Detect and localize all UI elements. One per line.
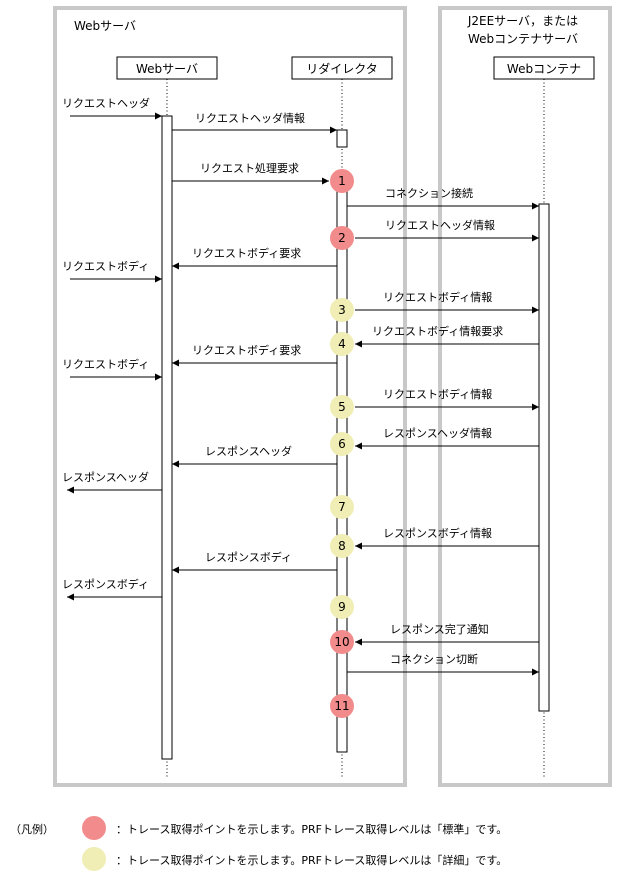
message-label: リクエストボディ情報 [383,387,492,401]
trace-point-7 [330,495,354,519]
message-label: リクエストボディ要求 [192,246,301,260]
web-server-frame [53,6,407,787]
web-server-frame-title: Webサーバ [74,19,136,33]
legend-standard-swatch [82,816,106,840]
web-server-activation [161,115,173,760]
trace-point-8-label: 8 [338,539,346,553]
trace-point-7-label: 7 [338,500,346,514]
legend-title: （凡例） [10,822,54,836]
legend-detail-swatch [82,847,106,871]
trace-point-9 [330,595,354,619]
message-label: コネクション接続 [385,186,473,200]
trace-point-11 [330,694,354,718]
legend-standard-text: ：トレース取得ポイントを示します。PRFトレース取得レベルは「標準」です。 [116,822,507,836]
message-label: リクエスト処理要求 [200,162,299,175]
j2ee-server-frame-title-line1: J2EEサーバ，または [467,14,578,28]
trace-point-10-label: 10 [334,635,349,649]
redirector-lifeline-label: リダイレクタ [306,61,378,76]
trace-point-2-label: 2 [338,231,346,245]
trace-point-11-label: 11 [334,699,349,713]
trace-point-8 [330,534,354,558]
trace-point-3 [330,298,354,322]
message-label: レスポンス完了通知 [390,622,489,636]
trace-point-6-label: 6 [338,437,346,451]
web-container-activation [538,203,550,712]
message-label: コネクション切断 [390,652,478,666]
legend-detail-text: ：トレース取得ポイントを示します。PRFトレース取得レベルは「詳細」です。 [116,853,507,867]
trace-point-2 [330,226,354,250]
message-label: レスポンスボディ [205,550,292,564]
message-label: リクエストボディ情報 [383,290,492,304]
trace-point-6 [330,432,354,456]
trace-point-10 [330,630,354,654]
message-label: レスポンスヘッダ情報 [383,426,492,440]
message-label: レスポンスヘッダ [62,470,149,484]
trace-point-5-label: 5 [338,400,346,414]
message-label: リクエストボディ要求 [192,343,301,357]
message-label: リクエストヘッダ情報 [195,111,305,125]
web-container-lifeline-label: Webコンテナ [507,62,581,76]
j2ee-server-frame-title-line2: Webコンテナサーバ [468,32,578,46]
message-label: リクエストボディ情報要求 [372,324,503,338]
message-label: リクエストヘッダ情報 [385,218,495,232]
message-label: リクエストボディ [62,259,149,273]
trace-point-4 [330,332,354,356]
message-label: レスポンスボディ情報 [383,526,492,540]
redirector-activation-short [336,129,348,148]
trace-point-3-label: 3 [338,303,346,317]
trace-point-4-label: 4 [338,337,346,351]
trace-point-9-label: 9 [338,600,346,614]
message-label: リクエストボディ [62,357,149,371]
redirector-activation [336,179,348,753]
trace-point-1 [330,169,354,193]
message-label: リクエストヘッダ [62,96,150,110]
trace-point-1-label: 1 [338,174,346,188]
message-label: レスポンスボディ [62,577,149,591]
j2ee-server-frame [438,6,612,787]
web-server-lifeline-label: Webサーバ [136,62,198,76]
message-label: レスポンスヘッダ [205,444,292,458]
trace-point-5 [330,395,354,419]
